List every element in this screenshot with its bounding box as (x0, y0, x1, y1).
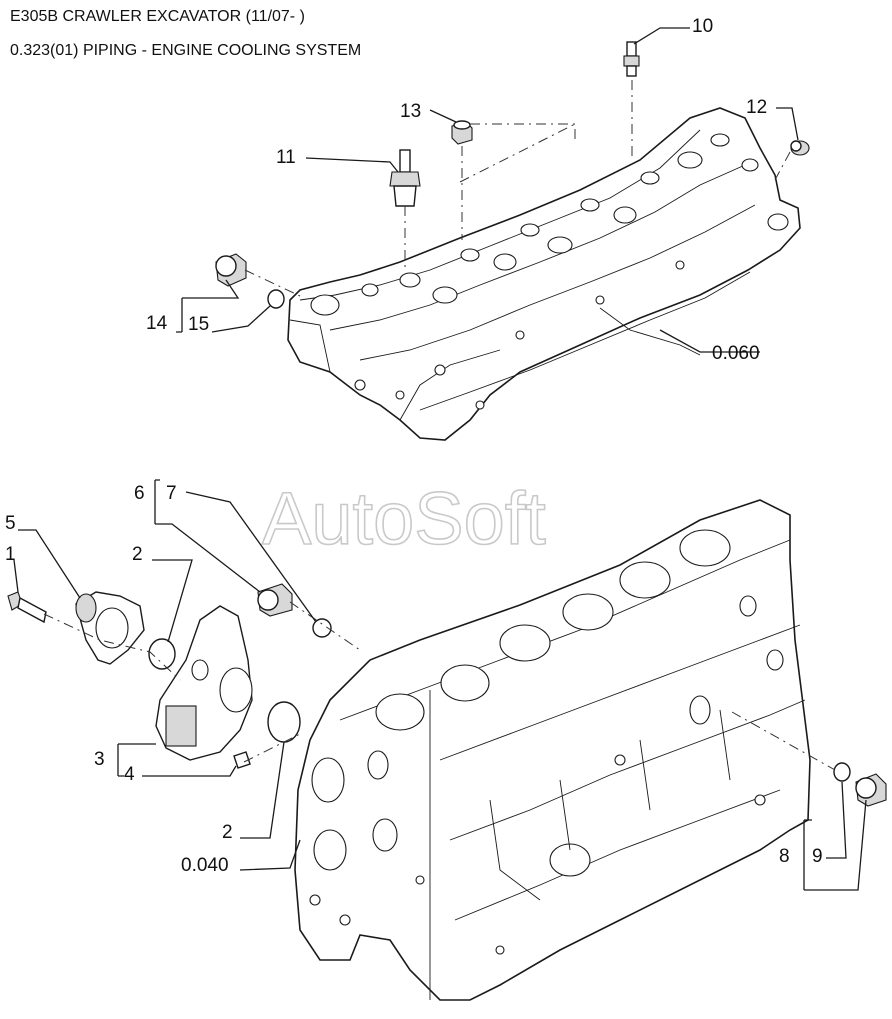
callout-10: 10 (692, 16, 713, 37)
callout-9: 9 (812, 846, 823, 867)
callout-2-lower: 2 (222, 822, 233, 843)
assembly-axes (43, 80, 836, 771)
callout-6: 6 (134, 483, 145, 504)
part-9-plug (855, 773, 887, 807)
part-1-bolt (7, 591, 47, 624)
part-5-elbow-flange (75, 591, 145, 665)
callout-3: 3 (94, 749, 105, 770)
callout-4: 4 (124, 764, 135, 785)
part-10-fitting (623, 41, 640, 77)
watermark: AutoSoft (262, 477, 546, 560)
part-8-o-ring (833, 762, 851, 782)
leader-lines (13, 27, 867, 891)
callout-2-upper: 2 (132, 544, 143, 565)
diagram-title: E305B CRAWLER EXCAVATOR (11/07- ) (10, 8, 305, 25)
part-6-plug (257, 583, 293, 617)
callout-12: 12 (746, 97, 767, 118)
diagram-subtitle: 0.323(01) PIPING - ENGINE COOLING SYSTEM (10, 42, 362, 59)
part-13-plug (451, 120, 473, 145)
engine-block-illustration (294, 499, 811, 1001)
callout-labels: 10 13 12 11 14 15 0.060 6 7 5 1 2 3 4 2 … (5, 16, 823, 876)
callout-7: 7 (166, 483, 177, 504)
callout-0040: 0.040 (181, 855, 229, 876)
callout-1: 1 (5, 544, 16, 565)
callout-0060: 0.060 (712, 343, 760, 364)
callout-5: 5 (5, 513, 16, 534)
part-12-plug (790, 140, 810, 156)
part-4-stud (233, 751, 251, 769)
part-3-thermostat-housing (155, 605, 253, 761)
callout-11: 11 (276, 147, 296, 168)
part-15-o-ring (267, 289, 285, 309)
part-7-o-ring (312, 618, 332, 638)
callout-14: 14 (146, 313, 168, 334)
part-11-fitting (389, 149, 421, 207)
cylinder-head-illustration (287, 107, 801, 441)
part-14-plug (215, 253, 247, 287)
callout-13: 13 (400, 101, 421, 122)
part-2-gasket-lower (267, 701, 301, 743)
callout-15: 15 (188, 314, 209, 335)
part-2-gasket-upper (148, 638, 176, 670)
callout-8: 8 (779, 846, 790, 867)
